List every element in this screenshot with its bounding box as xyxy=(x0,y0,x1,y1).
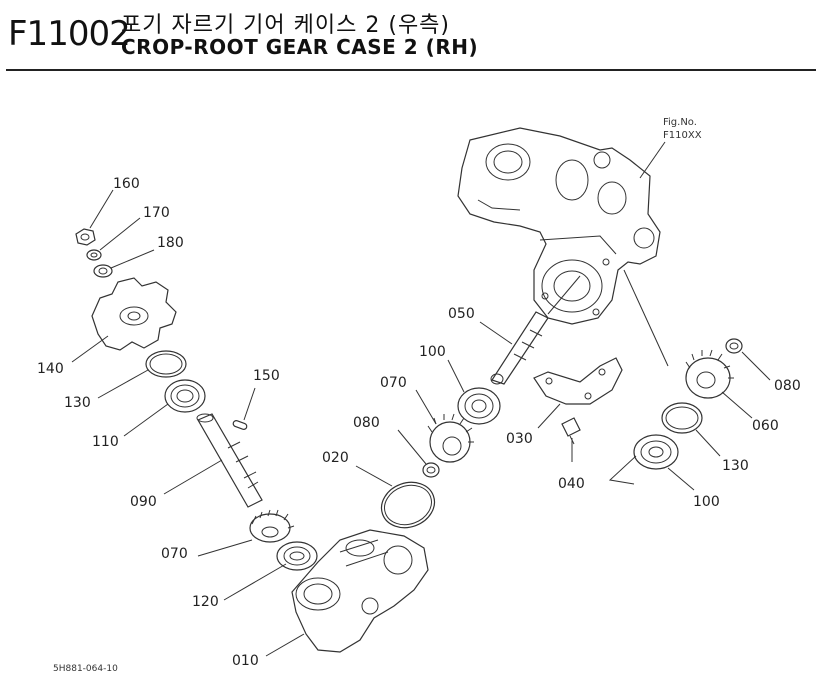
part-110-bearing xyxy=(164,379,206,413)
part-130-snap-ring-left xyxy=(145,350,187,378)
part-040-bolt xyxy=(561,417,581,445)
part-080-collar-right xyxy=(725,338,743,354)
part-010-gear-case xyxy=(291,529,429,653)
figure-reference: Fig.No. F110XX xyxy=(663,116,702,142)
part-labels: 160 170 180 140 130 150 110 090 070 120 … xyxy=(37,176,801,669)
part-120-bearing xyxy=(276,541,318,571)
title-korean: 포기 자르기 기어 케이스 2 (우측) xyxy=(121,13,451,38)
title-english: CROP-ROOT GEAR CASE 2 (RH) xyxy=(121,35,479,59)
part-050-shaft xyxy=(490,275,581,385)
label-110: 110 xyxy=(92,434,119,450)
part-100-bearing-right xyxy=(608,269,679,485)
part-100-bearing-center xyxy=(457,387,501,425)
part-030-plate xyxy=(533,357,623,405)
label-040: 040 xyxy=(558,476,585,492)
label-160: 160 xyxy=(113,176,140,192)
label-100-center: 100 xyxy=(419,344,446,360)
label-030: 030 xyxy=(506,431,533,447)
label-010: 010 xyxy=(232,653,259,669)
label-170: 170 xyxy=(143,205,170,221)
leader-lines xyxy=(71,189,771,657)
label-130-left: 130 xyxy=(64,395,91,411)
part-070-bevel-gear-center xyxy=(427,413,474,463)
upper-housing-reference xyxy=(457,127,666,325)
part-180-washer xyxy=(93,264,113,278)
fig-reference-line2: F110XX xyxy=(663,130,702,141)
part-060-bevel-gear-right xyxy=(685,349,734,399)
header-divider xyxy=(6,69,816,71)
fig-reference-line1: Fig.No. xyxy=(663,117,697,128)
page-header: F11002 포기 자르기 기어 케이스 2 (우측) CROP-ROOT GE… xyxy=(0,0,818,76)
label-150: 150 xyxy=(253,368,280,384)
part-090-shaft xyxy=(196,413,263,508)
label-090: 090 xyxy=(130,494,157,510)
part-170-spring-washer xyxy=(86,249,102,261)
label-070-center: 070 xyxy=(380,375,407,391)
label-100-right: 100 xyxy=(693,494,720,510)
label-080-right: 080 xyxy=(774,378,801,394)
label-120: 120 xyxy=(192,594,219,610)
part-020-o-ring xyxy=(380,481,436,529)
label-140: 140 xyxy=(37,361,64,377)
label-050: 050 xyxy=(448,306,475,322)
part-130-snap-ring-right xyxy=(661,402,703,434)
label-080-center: 080 xyxy=(353,415,380,431)
part-160-nut xyxy=(75,228,96,246)
label-020: 020 xyxy=(322,450,349,466)
label-130-right: 130 xyxy=(722,458,749,474)
label-180: 180 xyxy=(157,235,184,251)
label-070-lower: 070 xyxy=(161,546,188,562)
figure-code: F11002 xyxy=(8,14,131,54)
part-080-collar-center xyxy=(422,462,440,478)
part-150-key xyxy=(232,420,248,430)
document-code: 5H881-064-10 xyxy=(53,664,118,674)
part-140-star-wheel xyxy=(91,277,177,351)
part-070-bevel-gear-lower xyxy=(249,509,295,543)
label-060: 060 xyxy=(752,418,779,434)
